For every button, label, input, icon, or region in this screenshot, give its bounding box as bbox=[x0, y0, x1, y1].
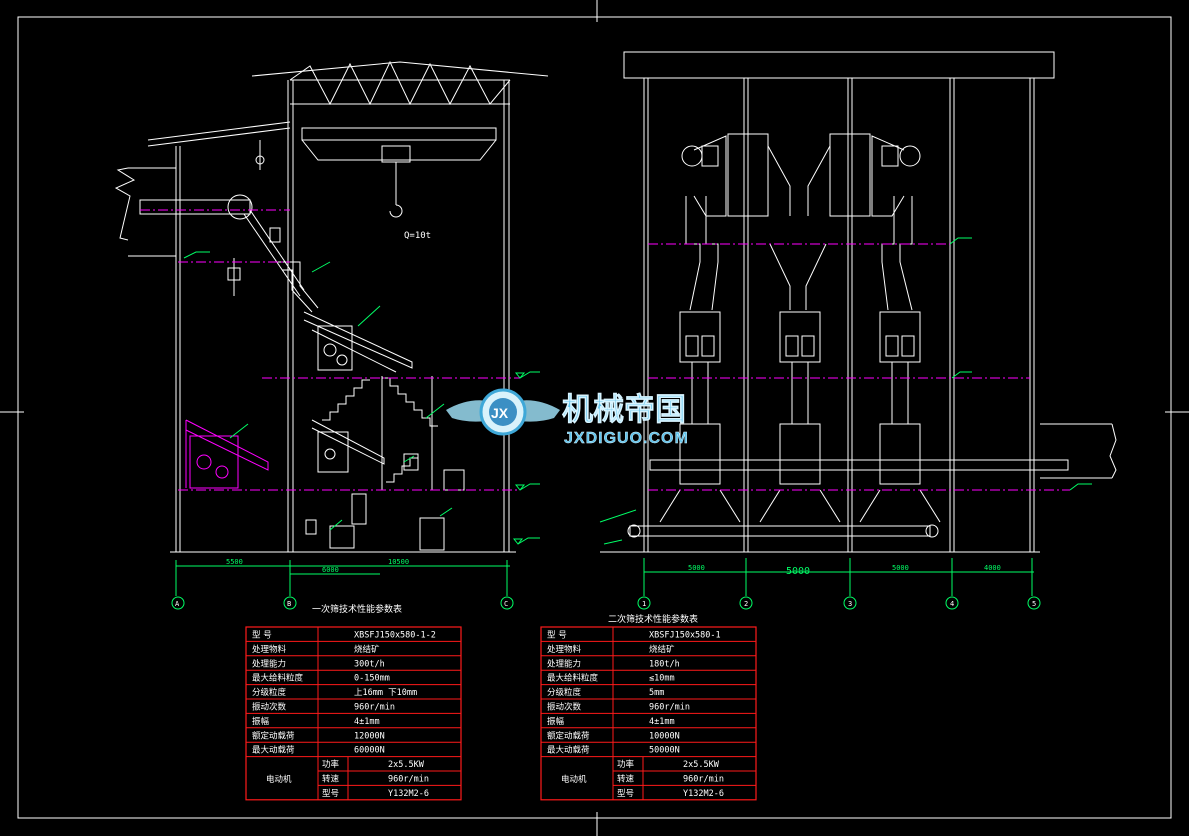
table2-param-label: 最大动载荷 bbox=[547, 745, 590, 756]
table1-param-label: 分级粒度 bbox=[252, 687, 287, 698]
right-axis-2: 2 bbox=[744, 600, 748, 608]
left-axis-b: B bbox=[287, 600, 291, 608]
table2-param-label: 处理物料 bbox=[547, 644, 582, 655]
table2-motor-label: 电动机 bbox=[561, 774, 587, 785]
table1-motor-param-value: 2x5.5KW bbox=[388, 760, 425, 770]
table2-param-value: ≤10mm bbox=[649, 674, 675, 684]
table1-title-text: 一次筛技术性能参数表 bbox=[312, 603, 402, 615]
crane-capacity-label: Q=10t bbox=[404, 231, 431, 241]
watermark-logo-icon: JX bbox=[446, 388, 560, 436]
table1-param-label: 处理能力 bbox=[252, 658, 286, 669]
table1-param-value: 60000N bbox=[354, 746, 385, 756]
table2-motor-param-label: 型号 bbox=[617, 789, 634, 799]
table1-param-label: 最大给料粒度 bbox=[252, 673, 304, 684]
watermark-domain: JXDIGUO.COM bbox=[564, 430, 689, 447]
right-annotations bbox=[599, 237, 1092, 610]
table2-param-value: 50000N bbox=[649, 746, 680, 756]
right-axis-1: 1 bbox=[642, 600, 646, 608]
table1-motor-param-value: Y132M2-6 bbox=[388, 789, 429, 799]
table1-motor-param-label: 功率 bbox=[322, 759, 340, 770]
left-elevation bbox=[114, 60, 549, 553]
left-dim-3: 10500 bbox=[388, 558, 409, 566]
left-texts: Q=10t 5500 6000 10500 A B C bbox=[175, 231, 508, 608]
right-axis-4: 4 bbox=[950, 600, 954, 608]
table1-param-label: 振幅 bbox=[252, 716, 270, 727]
table2-param-label: 振幅 bbox=[547, 716, 565, 727]
watermark-brand: 机械帝国 bbox=[562, 392, 686, 428]
table1-motor-param-label: 转速 bbox=[322, 774, 340, 785]
table2-param-value: XBSFJ150x580-1 bbox=[649, 631, 721, 641]
left-dim-2: 6000 bbox=[322, 566, 339, 574]
left-axis-a: A bbox=[175, 600, 180, 608]
table1-param-value: 上16mm 下10mm bbox=[354, 688, 417, 698]
table1-param-value: XBSFJ150x580-1-2 bbox=[354, 631, 436, 641]
table2-title-text: 二次筛技术性能参数表 bbox=[608, 613, 698, 625]
table2-param-label: 振动次数 bbox=[547, 702, 582, 713]
table1-param-label: 最大动载荷 bbox=[252, 745, 295, 756]
right-elevation bbox=[600, 51, 1117, 553]
table1-motor-param-value: 960r/min bbox=[388, 775, 429, 785]
table2-motor-param-label: 转速 bbox=[617, 774, 635, 785]
watermark: JX 机械帝国 JXDIGUO.COM bbox=[446, 388, 689, 447]
right-texts: 5000 5000 5000 4000 1 2 3 4 5 bbox=[642, 564, 1036, 608]
table1-param-value: 0-150mm bbox=[354, 674, 390, 684]
left-level-lines bbox=[140, 209, 520, 491]
table2-param-value: 10000N bbox=[649, 731, 680, 741]
table2-param-value: 4±1mm bbox=[649, 717, 675, 727]
right-dim-1: 5000 bbox=[688, 564, 705, 572]
table1-param-label: 额定动载荷 bbox=[252, 730, 295, 741]
table2-param-label: 分级粒度 bbox=[547, 687, 582, 698]
right-dim-4: 4000 bbox=[984, 564, 1001, 572]
table2-param-label: 型 号 bbox=[547, 631, 567, 641]
left-primary-screen bbox=[185, 419, 269, 489]
watermark-logo-letters: JX bbox=[491, 405, 509, 421]
table1-param-label: 处理物料 bbox=[252, 644, 287, 655]
left-axis-c: C bbox=[504, 600, 508, 608]
table2-motor-param-label: 功率 bbox=[617, 759, 635, 770]
table1-param-value: 960r/min bbox=[354, 703, 395, 713]
table1-motor-label: 电动机 bbox=[266, 774, 292, 785]
table2-motor-param-value: 2x5.5KW bbox=[683, 760, 720, 770]
table2-param-value: 5mm bbox=[649, 688, 664, 698]
right-dim-2: 5000 bbox=[786, 566, 810, 577]
table2-motor-param-value: 960r/min bbox=[683, 775, 724, 785]
table1-param-value: 4±1mm bbox=[354, 717, 380, 727]
table2-param-label: 额定动载荷 bbox=[547, 730, 590, 741]
table2-motor-param-value: Y132M2-6 bbox=[683, 789, 724, 799]
table1-param-value: 烧结矿 bbox=[354, 644, 380, 655]
right-level-lines bbox=[648, 243, 1070, 491]
table1-motor-param-label: 型号 bbox=[322, 789, 339, 799]
table2-param-label: 最大给料粒度 bbox=[547, 673, 599, 684]
right-dim-3: 5000 bbox=[892, 564, 909, 572]
right-axis-5: 5 bbox=[1032, 600, 1036, 608]
left-annotations bbox=[171, 251, 540, 610]
table2-param-value: 960r/min bbox=[649, 703, 690, 713]
table1-param-value: 12000N bbox=[354, 731, 385, 741]
table1-param-value: 300t/h bbox=[354, 659, 385, 669]
table2-param-value: 180t/h bbox=[649, 659, 680, 669]
table1-param-label: 振动次数 bbox=[252, 702, 287, 713]
table1-title: 一次筛技术性能参数表 bbox=[312, 603, 402, 615]
table2-title: 二次筛技术性能参数表 bbox=[608, 613, 698, 625]
table2-param-value: 烧结矿 bbox=[649, 644, 675, 655]
table2-param-label: 处理能力 bbox=[547, 658, 581, 669]
left-dim-1: 5500 bbox=[226, 558, 243, 566]
right-axis-3: 3 bbox=[848, 600, 852, 608]
table1-param-label: 型 号 bbox=[252, 631, 272, 641]
